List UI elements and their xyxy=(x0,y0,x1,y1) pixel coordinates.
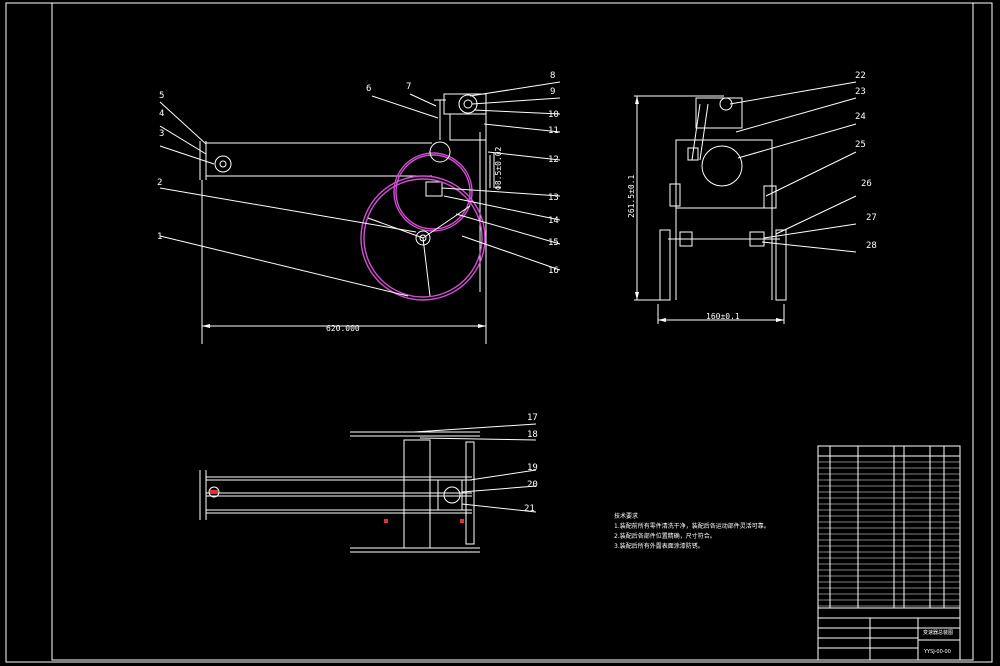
notes-line-2: 2.装配后各部件位置精确，尺寸符合。 xyxy=(614,533,716,540)
callout-4: 4 xyxy=(159,109,164,119)
height-dim: 261.5±0.1 xyxy=(627,174,636,218)
side-view: 620.000 Φ8.5±0.02 xyxy=(159,81,561,344)
callout-18: 18 xyxy=(527,430,538,440)
callout-28: 28 xyxy=(866,241,877,251)
end-view: 261.5±0.1 160±0.1 xyxy=(627,81,857,324)
callout-6: 6 xyxy=(366,84,371,94)
technical-notes: 技术要求 1.装配前所有零件清洗干净，装配后各运动部件灵活可靠。 2.装配后各部… xyxy=(614,512,804,552)
side-view-leaders xyxy=(159,81,561,297)
parts-list-table xyxy=(817,445,961,609)
title-block-code: YYSJ-00-00 xyxy=(923,649,951,655)
inner-frame xyxy=(51,2,974,661)
callout-10: 10 xyxy=(548,110,559,120)
callout-3: 3 xyxy=(159,129,164,139)
callout-labels: 1 2 3 4 5 6 7 8 9 10 11 12 13 14 15 16 2… xyxy=(157,71,877,514)
callout-21: 21 xyxy=(524,504,535,514)
overall-length-dim: 620.000 xyxy=(326,324,360,333)
notes-line-3: 3.装配后所有外露表面涂漆防锈。 xyxy=(614,543,704,550)
callout-14: 14 xyxy=(548,216,559,226)
callout-16: 16 xyxy=(548,266,559,276)
title-block: 变速器总装图 YYSJ-00-00 xyxy=(817,607,961,661)
callout-17: 17 xyxy=(527,413,538,423)
callout-5: 5 xyxy=(159,91,164,101)
callout-15: 15 xyxy=(548,238,559,248)
notes-heading: 技术要求 xyxy=(614,513,639,520)
callout-26: 26 xyxy=(861,179,872,189)
title-block-name: 变速器总装图 xyxy=(923,629,953,636)
callout-25: 25 xyxy=(855,140,866,150)
callout-23: 23 xyxy=(855,87,866,97)
callout-20: 20 xyxy=(527,480,538,490)
small-dim: Φ8.5±0.02 xyxy=(494,146,503,190)
top-view-leaders xyxy=(413,423,537,513)
callout-11: 11 xyxy=(548,126,559,136)
callout-12: 12 xyxy=(548,155,559,165)
callout-9: 9 xyxy=(550,87,555,97)
width-dim: 160±0.1 xyxy=(706,312,740,321)
callout-22: 22 xyxy=(855,71,866,81)
top-view xyxy=(199,423,537,553)
callout-19: 19 xyxy=(527,463,538,473)
callout-24: 24 xyxy=(855,112,866,122)
callout-1: 1 xyxy=(157,232,162,242)
callout-13: 13 xyxy=(548,193,559,203)
callout-8: 8 xyxy=(550,71,555,81)
callout-7: 7 xyxy=(406,82,411,92)
end-view-leaders xyxy=(729,81,857,253)
notes-line-1: 1.装配前所有零件清洗干净，装配后各运动部件灵活可靠。 xyxy=(614,523,770,530)
callout-27: 27 xyxy=(866,213,877,223)
callout-2: 2 xyxy=(157,178,162,188)
